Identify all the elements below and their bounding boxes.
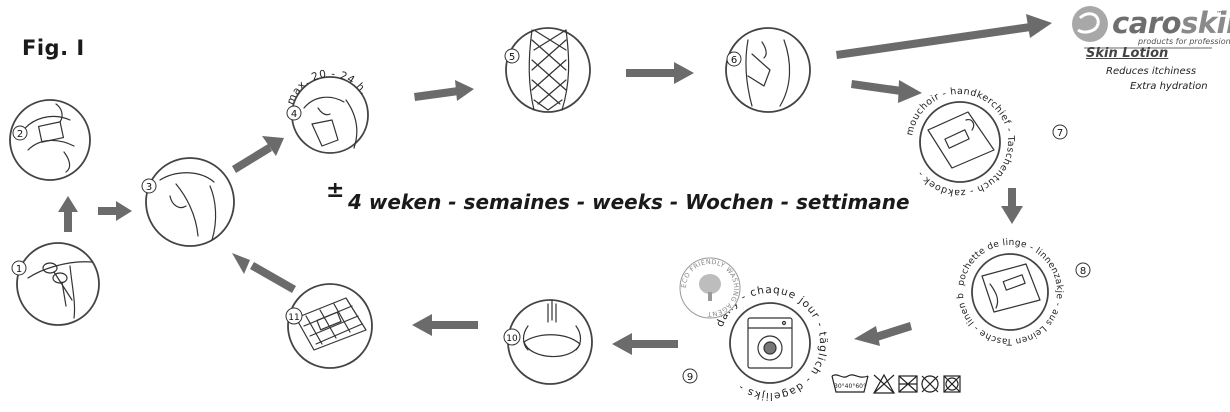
drying-rack-icon: [295, 297, 367, 351]
step-3-number: 3: [146, 182, 152, 193]
brand-tagline: products for professionals: [1138, 37, 1230, 46]
tubular-net-icon: [528, 29, 570, 111]
step-5-circle: [505, 27, 591, 113]
brand-trademark: ™: [1216, 10, 1223, 18]
remove-dressing-icon: [745, 39, 791, 107]
arrow-7-to-8: [1001, 188, 1023, 224]
product-claim-itchiness: Reduces itchiness: [1106, 66, 1197, 77]
step-badge-7: 7: [1052, 124, 1068, 140]
apply-dressing-icon: [159, 172, 217, 241]
step-10-circle: [507, 299, 593, 385]
step-7-number: 7: [1057, 128, 1063, 139]
step-badge-2: 2: [12, 125, 28, 141]
care-symbols: 30°40°60°: [831, 373, 961, 394]
arrow-5-to-6: [626, 62, 694, 84]
step-6-number: 6: [731, 55, 737, 66]
step-1-circle: [16, 242, 100, 326]
scissors-icon: [27, 261, 93, 319]
arrow-1-to-3: [98, 201, 132, 221]
arrow-4-to-5: [414, 80, 474, 101]
step-badge-3: 3: [141, 178, 157, 194]
eco-badge: ECO FRIENDLY WASHING AGENT: [679, 257, 741, 319]
washing-machine-icon: [747, 317, 793, 369]
step-3-circle: [145, 157, 235, 247]
step-badge-10: 10: [503, 328, 521, 346]
arrow-1-to-2: [58, 196, 78, 232]
step-badge-9: 9: [682, 368, 698, 384]
no-bleach-icon: [872, 373, 896, 394]
step-10-number: 10: [506, 334, 518, 344]
hand-wash-icon: [522, 299, 582, 358]
no-dry-clean-box-icon: [943, 375, 961, 393]
wash-tub-icon: 30°40°60°: [831, 374, 869, 393]
arrow-6-to-brand: [836, 14, 1052, 59]
no-dry-clean-icon: [921, 375, 939, 393]
arrow-3-to-4: [232, 136, 284, 173]
step-6-circle: [725, 27, 811, 113]
brand-name: caroskin: [1112, 6, 1230, 40]
duration-plus-minus: ±: [326, 178, 345, 203]
step-11-number: 11: [288, 313, 299, 323]
step-badge-1: 1: [11, 260, 27, 276]
caroskin-logo-icon: [1072, 6, 1212, 49]
product-name: Skin Lotion: [1086, 46, 1169, 61]
step-1-number: 1: [16, 264, 22, 275]
arrow-9-to-10: [612, 333, 678, 355]
step-badge-4: 4: [286, 105, 302, 121]
step-9-number: 9: [687, 372, 693, 383]
step-4-number: 4: [291, 109, 297, 120]
step-5-number: 5: [509, 52, 515, 63]
linen-bag-icon: [981, 263, 1041, 313]
tree-icon: [699, 274, 721, 301]
step-2-number: 2: [17, 129, 23, 140]
step-badge-8: 8: [1075, 262, 1091, 278]
step-badge-11: 11: [285, 307, 303, 325]
wear-dressing-icon: [303, 96, 358, 149]
duration-label: 4 weken - semaines - weeks - Wochen - se…: [348, 190, 910, 214]
step-badge-5: 5: [504, 48, 520, 64]
figure-title: Fig. I: [22, 36, 85, 60]
arrow-10-to-11: [412, 314, 478, 336]
brand-name-part-b: skin: [1181, 6, 1230, 40]
wash-temperature: 30°40°60°: [834, 383, 866, 390]
brand-name-part-a: caro: [1112, 6, 1182, 40]
step-8-number: 8: [1080, 266, 1086, 277]
arrow-6-to-7: [851, 80, 922, 103]
no-tumble-dry-icon: [898, 375, 918, 393]
product-claim-hydration: Extra hydration: [1130, 81, 1208, 92]
step-badge-6: 6: [726, 51, 742, 67]
handkerchief-icon: [927, 111, 995, 169]
step-7-circle: [919, 101, 1001, 183]
arrow-8-to-9: [854, 322, 912, 346]
arrow-11-to-3: [232, 253, 296, 293]
